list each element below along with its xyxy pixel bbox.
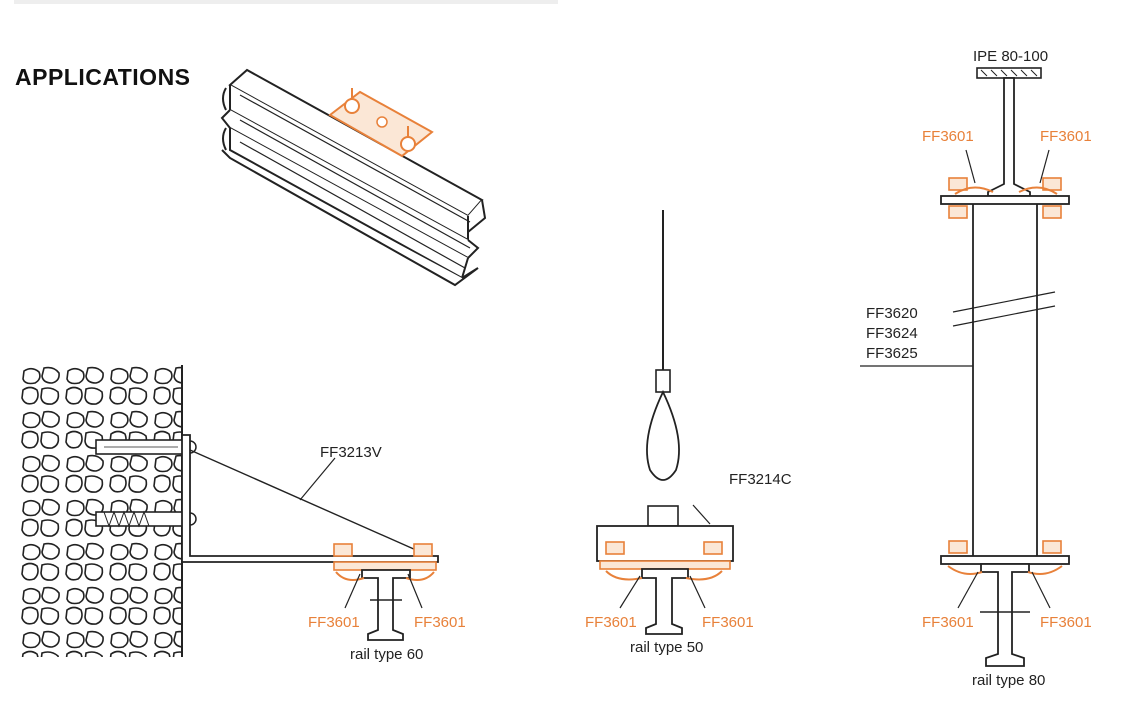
rail-section-80 xyxy=(947,563,1063,667)
clip-label-top-right-80: FF3601 xyxy=(1040,128,1092,145)
rail-label-60: rail type 60 xyxy=(350,646,423,663)
wall-bracket-diagram: FF3213V FF3601 FF3601 rail type 60 xyxy=(20,365,466,663)
cable-loop xyxy=(646,389,680,481)
clip-label-right-60: FF3601 xyxy=(414,614,466,631)
rail-3d-illustration xyxy=(220,68,487,287)
bracket-label: FF3213V xyxy=(320,444,382,461)
clamp-plate-3d xyxy=(328,88,434,158)
clip-label-left-50: FF3601 xyxy=(585,614,637,631)
hanger-label: FF3214C xyxy=(729,471,792,488)
clip-label-top-left-80: FF3601 xyxy=(922,128,974,145)
ipe-beam-web xyxy=(987,77,1031,197)
bracket-arm xyxy=(181,434,439,563)
clip-label-bottom-right-80: FF3601 xyxy=(1040,614,1092,631)
beam-suspension-diagram: IPE 80-100 FF3601 FF3601 FF3620 FF3624 F… xyxy=(860,48,1092,689)
suspended-hanger-diagram: FF3214C FF3601 FF3601 rail type 50 xyxy=(585,210,792,656)
clip-label-left-60: FF3601 xyxy=(308,614,360,631)
rod-label-1: FF3620 xyxy=(866,305,918,322)
top-divider xyxy=(14,0,558,4)
page-heading: APPLICATIONS xyxy=(15,64,191,90)
cable-ferrule xyxy=(655,369,671,393)
rod-label-2: FF3624 xyxy=(866,325,918,342)
ipe-beam-flange xyxy=(976,67,1042,79)
rail-label-80: rail type 80 xyxy=(972,672,1045,689)
clip-label-right-50: FF3601 xyxy=(702,614,754,631)
stone-wall xyxy=(20,365,182,657)
clip-label-bottom-left-80: FF3601 xyxy=(922,614,974,631)
rail-label-50: rail type 50 xyxy=(630,639,703,656)
beam-label: IPE 80-100 xyxy=(973,48,1048,65)
rod-label-3: FF3625 xyxy=(866,345,918,362)
